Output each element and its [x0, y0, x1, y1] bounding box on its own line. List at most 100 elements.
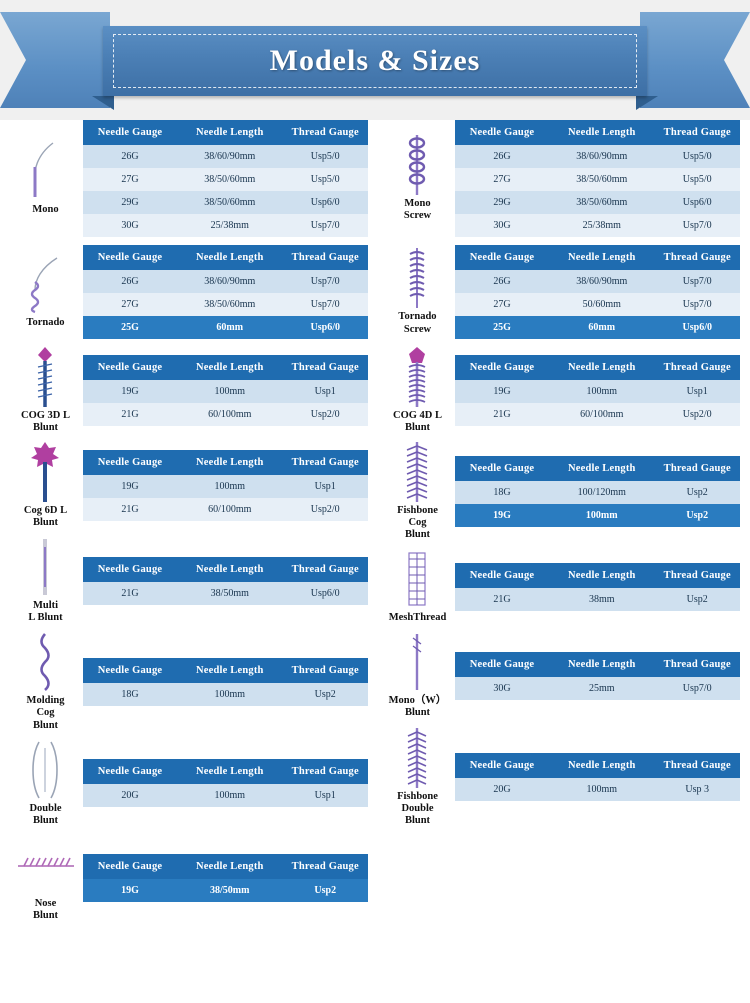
column-header: Needle Length [549, 753, 655, 779]
cell-thread: Usp7/0 [282, 214, 368, 237]
cell-length: 25/38mm [177, 214, 283, 237]
product-name: Tornado Screw [398, 311, 437, 335]
column-header: Needle Gauge [83, 759, 178, 785]
column-header: Thread Gauge [282, 657, 368, 683]
cell-gauge: 26G [455, 145, 550, 168]
cell-length: 38/60/90mm [549, 270, 655, 293]
cell-gauge: 21G [83, 498, 178, 522]
cell-thread: Usp2 [282, 682, 368, 706]
product-name: Multi L Blunt [28, 600, 63, 624]
column-header: Needle Gauge [455, 456, 550, 482]
column-header: Needle Length [549, 355, 655, 381]
cell-thread: Usp6/0 [654, 191, 740, 214]
cell-thread: Usp2 [282, 879, 368, 903]
cell-length: 100mm [177, 682, 283, 706]
product-thumb: COG 4D L Blunt [380, 347, 455, 434]
ribbon-graphic: Models & Sizes [0, 12, 750, 110]
cell-thread: Usp7/0 [654, 270, 740, 293]
column-header: Thread Gauge [282, 854, 368, 880]
column-header: Thread Gauge [654, 456, 740, 482]
cell-length: 38/50/60mm [177, 168, 283, 191]
product-name: Mono [32, 203, 59, 215]
cell-thread: Usp5/0 [282, 145, 368, 168]
product-thumb: Fishbone Cog Blunt [380, 442, 455, 541]
cell-gauge: 27G [83, 293, 178, 316]
cell-thread: Usp2 [654, 481, 740, 505]
column-header: Needle Gauge [455, 651, 550, 677]
mono-thread-icon [23, 141, 69, 201]
cell-length: 38/60/90mm [177, 145, 283, 168]
product-thumb: Nose Blunt [8, 835, 83, 922]
cell-gauge: 19G [83, 380, 178, 404]
cell-thread: Usp 3 [654, 778, 740, 802]
cell-length: 38/50/60mm [549, 191, 655, 214]
cell-length: 25/38mm [549, 214, 655, 237]
cell-thread: Usp7/0 [282, 270, 368, 293]
cell-thread: Usp6/0 [282, 581, 368, 605]
column-header: Needle Length [549, 245, 655, 270]
cell-length: 100mm [177, 475, 283, 499]
nose-blunt-icon [16, 835, 76, 895]
product-name: Fishbone Cog Blunt [397, 505, 438, 541]
column-header: Needle Gauge [83, 245, 178, 270]
column-header: Thread Gauge [654, 562, 740, 588]
cell-length: 100mm [177, 380, 283, 404]
cell-gauge: 29G [83, 191, 178, 214]
cell-thread: Usp6/0 [282, 316, 368, 339]
product-thumb: Fishbone Double Blunt [380, 727, 455, 827]
cell-thread: Usp1 [654, 380, 740, 404]
column-header: Thread Gauge [282, 355, 368, 381]
cell-gauge: 27G [455, 293, 550, 316]
product-thumb: Cog 6D L Blunt [8, 442, 83, 529]
mono-screw-icon [395, 134, 441, 195]
mono-w-blunt-icon [395, 632, 441, 692]
cell-length: 100/120mm [549, 481, 655, 505]
cell-gauge: 20G [455, 778, 550, 802]
multi-l-blunt-icon [23, 537, 69, 597]
cell-gauge: 29G [455, 191, 550, 214]
cell-gauge: 19G [83, 475, 178, 499]
column-header: Needle Length [549, 120, 655, 145]
cell-gauge: 26G [455, 270, 550, 293]
cell-thread: Usp5/0 [282, 168, 368, 191]
column-header: Needle Gauge [455, 120, 550, 145]
product-thumb: Mono（W） Blunt [380, 632, 455, 719]
cell-length: 50/60mm [549, 293, 655, 316]
product-thumb: Mono [8, 141, 83, 216]
cell-thread: Usp7/0 [654, 676, 740, 700]
cell-length: 38/50/60mm [177, 293, 283, 316]
cell-gauge: 21G [455, 403, 550, 427]
cell-gauge: 19G [83, 879, 178, 903]
cell-length: 60/100mm [177, 498, 283, 522]
